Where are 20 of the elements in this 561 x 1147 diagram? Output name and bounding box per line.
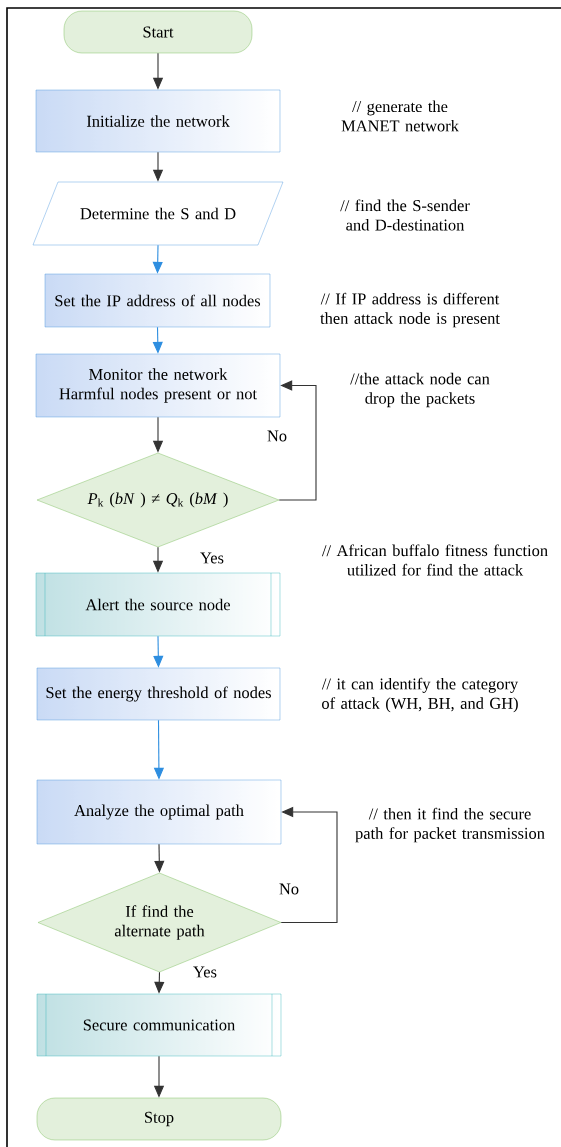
arrow [278, 380, 317, 501]
subprocess-box: Secure communication [36, 993, 282, 1057]
comment-text: // it can identify the category of attack (WH, BH, and GH) [321, 677, 519, 713]
process-box: Set the energy threshold of nodes [36, 667, 281, 721]
process-box: Monitor the network Harmful nodes present or not [35, 353, 281, 418]
comment-text: //the attack node can drop the packets [350, 372, 490, 408]
edge-label: No [265, 429, 289, 443]
comment-text: // generate the MANET network [341, 100, 459, 132]
terminal-box: Stop [36, 1097, 282, 1141]
comment-text: // If IP address is different then attack node is present [320, 292, 500, 328]
edge-label: Yes [199, 551, 225, 565]
terminal-box: Start [63, 10, 253, 54]
input-parallelogram: Determine the S and D [32, 181, 284, 246]
subprocess-box: Alert the source node [35, 572, 281, 637]
comment-text: // find the S-sender and D-destination [340, 199, 470, 231]
process-box: Analyze the optimal path [36, 779, 282, 845]
comment-text: // then it find the secure path for packet transmission [355, 807, 545, 843]
comment-text: // African buffalo fitness function utilized for find the attack [321, 544, 548, 576]
process-box: Initialize the network [35, 89, 281, 153]
process-box: Set the IP address of all nodes [44, 273, 271, 328]
